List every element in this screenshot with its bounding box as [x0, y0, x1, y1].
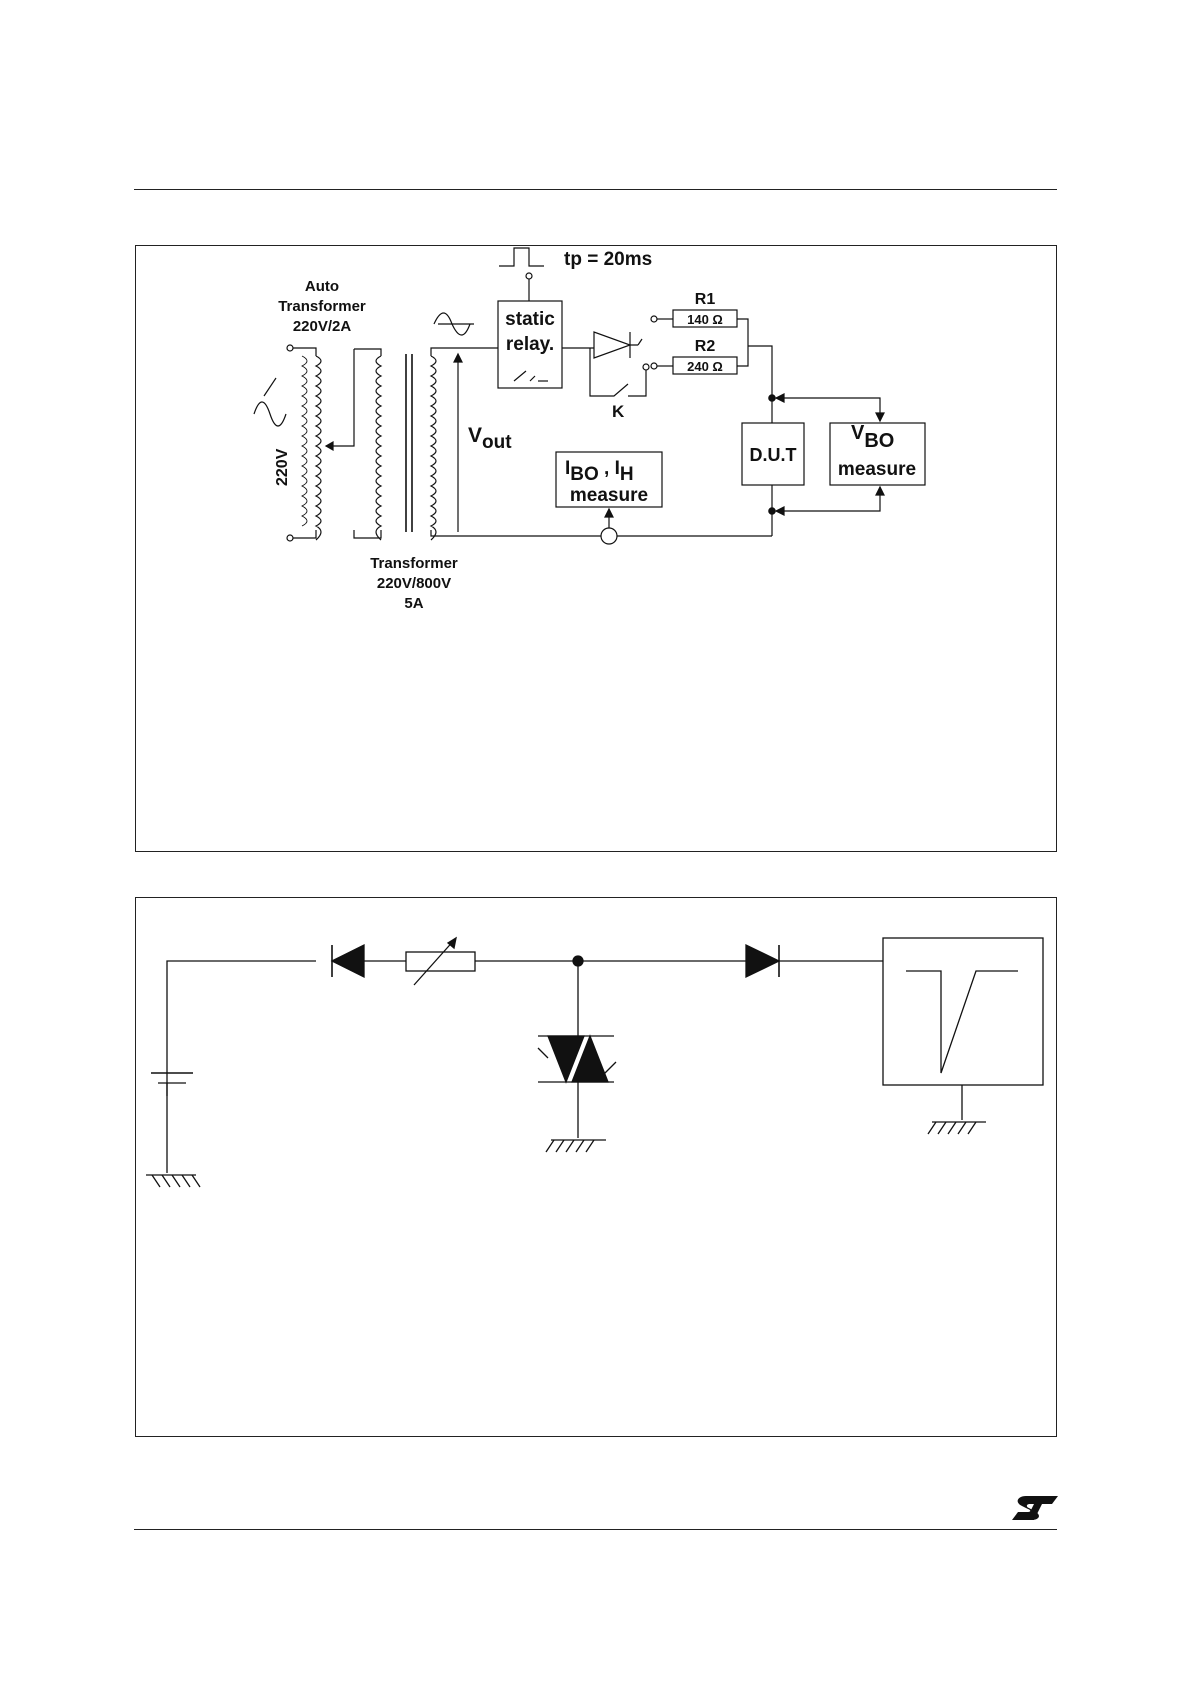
- pulse-label: tp = 20ms: [564, 249, 652, 270]
- figure-1-test-circuit: tp = 20ms Auto Transformer 220V/2A 220V …: [135, 245, 1057, 852]
- ground-icon-3: [928, 1122, 986, 1134]
- pulse-waveform-icon: [499, 248, 544, 266]
- st-logo: ST: [1012, 1494, 1058, 1522]
- transformer-label-2: 220V/800V: [377, 575, 451, 592]
- ibo-ih-measure-label: measure: [570, 485, 648, 506]
- surge-test-schematic: [136, 898, 1056, 1436]
- bidirectional-thyristor-icon: [538, 1036, 616, 1082]
- ac-source-icon: [254, 402, 286, 426]
- r1-name: R1: [695, 291, 716, 308]
- vout-label: Vout: [468, 424, 512, 453]
- transformer-label-1: Transformer: [370, 555, 458, 572]
- diode-icon: [594, 332, 630, 358]
- footer-rule: [134, 1529, 1057, 1530]
- transformer-label-3: 5A: [404, 595, 423, 612]
- supply-voltage-label: 220V: [274, 448, 291, 486]
- auto-transformer-label-1: Auto: [305, 278, 339, 295]
- dut-label: D.U.T: [750, 445, 797, 465]
- auto-transformer-label-2: Transformer: [278, 298, 366, 315]
- auto-transformer-coil: [316, 356, 321, 540]
- current-probe-icon: [601, 528, 617, 544]
- ibo-ih-label: IBO , IH: [565, 458, 634, 485]
- r2-name: R2: [695, 338, 716, 355]
- r1-value: 140 Ω: [687, 312, 723, 327]
- ground-icon-2: [546, 1140, 606, 1152]
- static-relay-label-2: relay.: [506, 334, 554, 355]
- switch-k-label: K: [612, 402, 625, 421]
- vbo-measure-label: measure: [838, 459, 916, 480]
- diode-2-icon: [746, 945, 779, 977]
- transformer-secondary-coil: [431, 356, 436, 540]
- pulse-trace-icon: [906, 971, 1018, 1073]
- header-rule: [134, 189, 1057, 190]
- figure-2-test-circuit: [135, 897, 1057, 1437]
- test-circuit-schematic: tp = 20ms Auto Transformer 220V/2A 220V …: [136, 246, 1056, 851]
- auto-transformer-label-3: 220V/2A: [293, 318, 352, 335]
- oscilloscope-box: [883, 938, 1043, 1085]
- r2-value: 240 Ω: [687, 359, 723, 374]
- ground-icon-1: [146, 1175, 200, 1187]
- diode-1-icon: [332, 945, 364, 977]
- transformer-primary-coil: [376, 356, 381, 540]
- vbo-label: VBO: [851, 422, 894, 452]
- static-relay-label-1: static: [505, 309, 555, 330]
